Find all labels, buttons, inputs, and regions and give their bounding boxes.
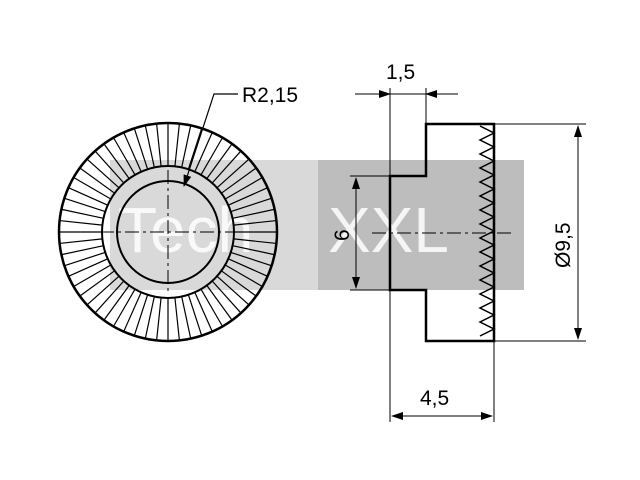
knurl-line <box>232 208 274 219</box>
knurl-line <box>224 177 262 200</box>
outer-circle <box>57 121 279 343</box>
knurl-line <box>230 251 271 266</box>
knurl-line <box>65 198 106 213</box>
side-view: 1,5 6 Ø9,5 4,5 <box>331 61 586 422</box>
dimension-outer-diameter: Ø9,5 <box>494 123 586 342</box>
knurl-line <box>230 198 271 213</box>
knurl-line <box>74 264 112 287</box>
dimension-total-length: 4,5 <box>389 290 495 422</box>
knurl-line <box>134 129 149 170</box>
knurl-pattern <box>60 124 276 340</box>
radius-label: R2,15 <box>242 84 298 107</box>
watermark-text-left: Tech <box>118 194 253 266</box>
knurl-line <box>181 126 192 168</box>
knurl-line <box>80 270 115 296</box>
knurl-line <box>221 270 256 296</box>
knurl-teeth <box>478 125 496 337</box>
knurl-line <box>187 129 202 170</box>
knurl-line <box>233 238 276 244</box>
watermark-text-right: XXL <box>328 194 449 266</box>
knurl-line <box>228 187 267 206</box>
knurl-line <box>216 275 249 305</box>
knurl-line <box>60 238 103 244</box>
knurl-line <box>104 144 130 179</box>
knurl-line <box>206 144 232 179</box>
front-view: R2,15 <box>57 84 298 343</box>
knurl-line <box>95 151 125 184</box>
knurl-line <box>221 168 256 194</box>
knurl-line <box>156 124 162 167</box>
dimension-hub-diameter: 6 <box>331 175 390 291</box>
knurl-line <box>174 124 180 167</box>
knurl-line <box>123 133 142 172</box>
flange-thickness-label: 1,5 <box>386 61 415 84</box>
outer-diameter-label: Ø9,5 <box>552 222 575 268</box>
knurl-line <box>95 280 125 313</box>
knurl-line <box>194 292 213 331</box>
knurl-line <box>224 264 262 287</box>
knurl-line <box>74 177 112 200</box>
knurl-line <box>206 285 232 320</box>
watermark: Tech XXL <box>110 160 524 290</box>
dimension-flange-thickness: 1,5 <box>355 61 458 176</box>
knurl-line <box>104 285 130 320</box>
knurl-line <box>113 288 136 326</box>
knurl-line <box>200 138 223 176</box>
radius-leader <box>183 93 238 187</box>
knurl-line <box>194 133 213 172</box>
knurl-line <box>156 297 162 340</box>
total-length-label: 4,5 <box>420 387 449 410</box>
knurl-line <box>187 294 202 335</box>
hub-diameter-label: 6 <box>331 229 354 241</box>
knurl-line <box>211 280 241 313</box>
knurl-line <box>123 292 142 331</box>
knurl-line <box>80 168 115 194</box>
knurl-line <box>69 258 108 277</box>
knurl-line <box>211 151 241 184</box>
knurl-line <box>233 220 276 226</box>
knurl-line <box>181 296 192 338</box>
watermark-box-left <box>110 160 320 290</box>
knurl-line <box>113 138 136 176</box>
knurl-line <box>62 245 104 256</box>
knurl-line <box>144 126 155 168</box>
knurl-line <box>174 297 180 340</box>
knurl-line <box>216 159 249 189</box>
knurl-line <box>87 159 120 189</box>
knurl-line <box>60 220 103 226</box>
knurl-line <box>228 258 267 277</box>
knurl-line <box>144 296 155 338</box>
knurl-line <box>232 245 274 256</box>
knurl-line <box>69 187 108 206</box>
knurl-line <box>134 294 149 335</box>
knurl-line <box>87 275 120 305</box>
knurl-line <box>65 251 106 266</box>
knurl-line <box>62 208 104 219</box>
knurl-line <box>200 288 223 326</box>
